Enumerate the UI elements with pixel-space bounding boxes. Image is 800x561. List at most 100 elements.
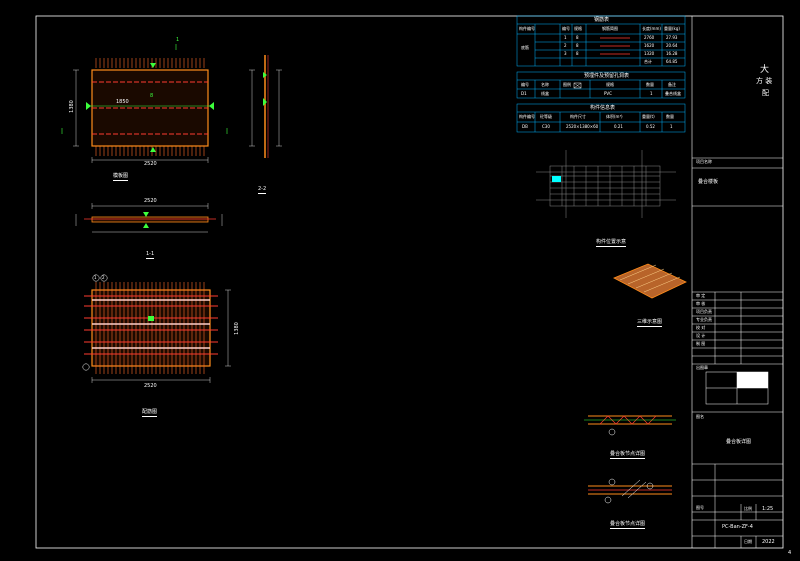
rebar-h6: 重量(kg)	[664, 26, 680, 31]
plan-top-caption: 模板图	[113, 173, 129, 181]
plan-bottom-axis-a: 1	[94, 275, 97, 280]
comp-r-qty: 1	[670, 124, 673, 129]
section-11-view	[75, 203, 223, 233]
company-line-1: 大	[760, 65, 770, 75]
scale-value: 1:25	[762, 506, 774, 512]
field-drawing-no: 图号	[696, 505, 704, 510]
embeds-h3: 规格	[606, 82, 614, 87]
embeds-h5: 备注	[668, 82, 676, 87]
comp-r-no: DB	[522, 124, 528, 129]
stamp-label: 出图章	[696, 365, 708, 370]
rebar-h0: 构件编号	[519, 26, 535, 31]
rebar-r1-spec: 8	[576, 43, 579, 48]
tb-row-5: 设 计	[696, 333, 706, 338]
tables-frame	[516, 15, 686, 133]
plan-top-center-label: 8	[150, 93, 154, 99]
rebar-r1-len: 1620	[644, 43, 655, 48]
rebar-total-label: 合计	[644, 59, 652, 64]
date-value: 2022	[762, 539, 775, 545]
comp-h3: 体积(m³)	[606, 114, 623, 119]
rebar-h3: 规格	[574, 26, 582, 31]
rebar-h2: 编号	[562, 26, 570, 31]
key-plan-caption: 构件位置示意	[596, 239, 627, 247]
plan-bottom-view	[82, 274, 231, 383]
plan-bottom-dim-height: 1380	[233, 322, 240, 335]
embeds-h1: 名称	[541, 82, 549, 87]
page-number: 4	[788, 550, 792, 556]
tb-row-3: 专业负责	[696, 317, 712, 322]
drawing-title-label: 图名	[696, 414, 704, 419]
embeds-table-title: 预埋件及预留孔洞表	[584, 73, 630, 79]
rebar-h5: 长度(mm)	[642, 26, 661, 31]
project-name: 叠合楼板	[698, 179, 719, 185]
comp-h5: 数量	[666, 114, 674, 119]
rebar-group-label: 底筋	[521, 45, 529, 50]
embeds-h2: 图例	[563, 82, 571, 87]
rebar-total-value: 64.85	[666, 59, 678, 64]
junction-box-symbol	[573, 82, 582, 89]
field-scale: 比例	[744, 506, 752, 511]
rebar-r0-spec: 8	[576, 35, 579, 40]
section-11-caption: 1-1	[146, 251, 155, 259]
node-1-caption: 叠合板节点详图	[610, 451, 646, 459]
drawing-number: PC-Ban-ZF-4	[722, 524, 753, 530]
stamp-fill	[737, 372, 768, 388]
embeds-h0: 编号	[521, 82, 529, 87]
field-date: 日期	[744, 539, 752, 544]
drawing-title: 叠合板详图	[726, 439, 752, 445]
rebar-r0-wt: 27.93	[666, 35, 678, 40]
rebar-r1-wt: 20.64	[666, 43, 678, 48]
rebar-r0-no: 1	[564, 35, 567, 40]
title-block-grid	[692, 157, 783, 548]
tb-row-1: 审 核	[696, 301, 706, 306]
comp-r-wt: 0.52	[646, 124, 655, 129]
tb-row-4: 校 对	[696, 325, 706, 330]
comp-h2: 构件尺寸	[570, 114, 586, 119]
embeds-r-qty: 1	[650, 91, 653, 96]
component-table-title: 构件信息表	[590, 105, 616, 111]
project-label: 项目名称	[696, 159, 712, 164]
rebar-r2-spec: 8	[576, 51, 579, 56]
embeds-h4: 数量	[646, 82, 654, 87]
iso-view	[613, 263, 687, 299]
plan-bottom-axis-b: 2	[102, 275, 105, 280]
tb-row-6: 制 图	[696, 341, 706, 346]
comp-h0: 构件编号	[519, 114, 535, 119]
rebar-table-title: 钢筋表	[594, 17, 610, 23]
tb-row-0: 审 定	[696, 293, 706, 298]
node-detail-2	[588, 478, 672, 504]
embeds-r-no: D1	[521, 91, 527, 96]
node-2-caption: 叠合板节点详图	[610, 521, 646, 529]
plan-top-dim-inner: 1850	[116, 99, 129, 105]
key-plan-highlight	[552, 176, 561, 182]
rebar-r2-wt: 16.28	[666, 51, 678, 56]
rebar-r0-len: 2760	[644, 35, 655, 40]
comp-r-grade: C30	[542, 124, 550, 129]
rebar-h4: 钢筋简图	[602, 26, 618, 31]
iso-view-caption: 三维示意图	[637, 319, 663, 327]
section-11-dim: 2520	[144, 198, 157, 204]
rebar-r2-no: 3	[564, 51, 567, 56]
comp-r-vol: 0.21	[614, 124, 623, 129]
comp-r-size: 2520×1380×60	[566, 124, 599, 129]
section-22-caption: 2-2	[258, 186, 267, 194]
company-line-2: 方 装	[756, 77, 773, 85]
plan-top-view	[61, 44, 228, 163]
rebar-r1-no: 2	[564, 43, 567, 48]
comp-h4: 重量(t)	[642, 114, 655, 119]
key-plan	[536, 150, 676, 218]
tb-row-2: 项目负责	[696, 309, 712, 314]
plan-top-section-mark: 1	[176, 37, 180, 43]
comp-h1: 砼等级	[540, 114, 552, 119]
rebar-r2-len: 1320	[644, 51, 655, 56]
sheet-frame	[35, 15, 784, 549]
plan-bottom-caption: 配筋图	[142, 409, 158, 417]
node-detail-1	[584, 415, 676, 436]
embeds-r-spec: PVC	[604, 91, 612, 96]
company-line-3: 配	[762, 89, 769, 97]
plan-bottom-dim-width: 2520	[144, 383, 157, 389]
plan-top-dim-height: 1380	[68, 100, 75, 113]
section-22-view	[249, 55, 282, 158]
embeds-r-note: 叠合线盒	[665, 91, 681, 96]
